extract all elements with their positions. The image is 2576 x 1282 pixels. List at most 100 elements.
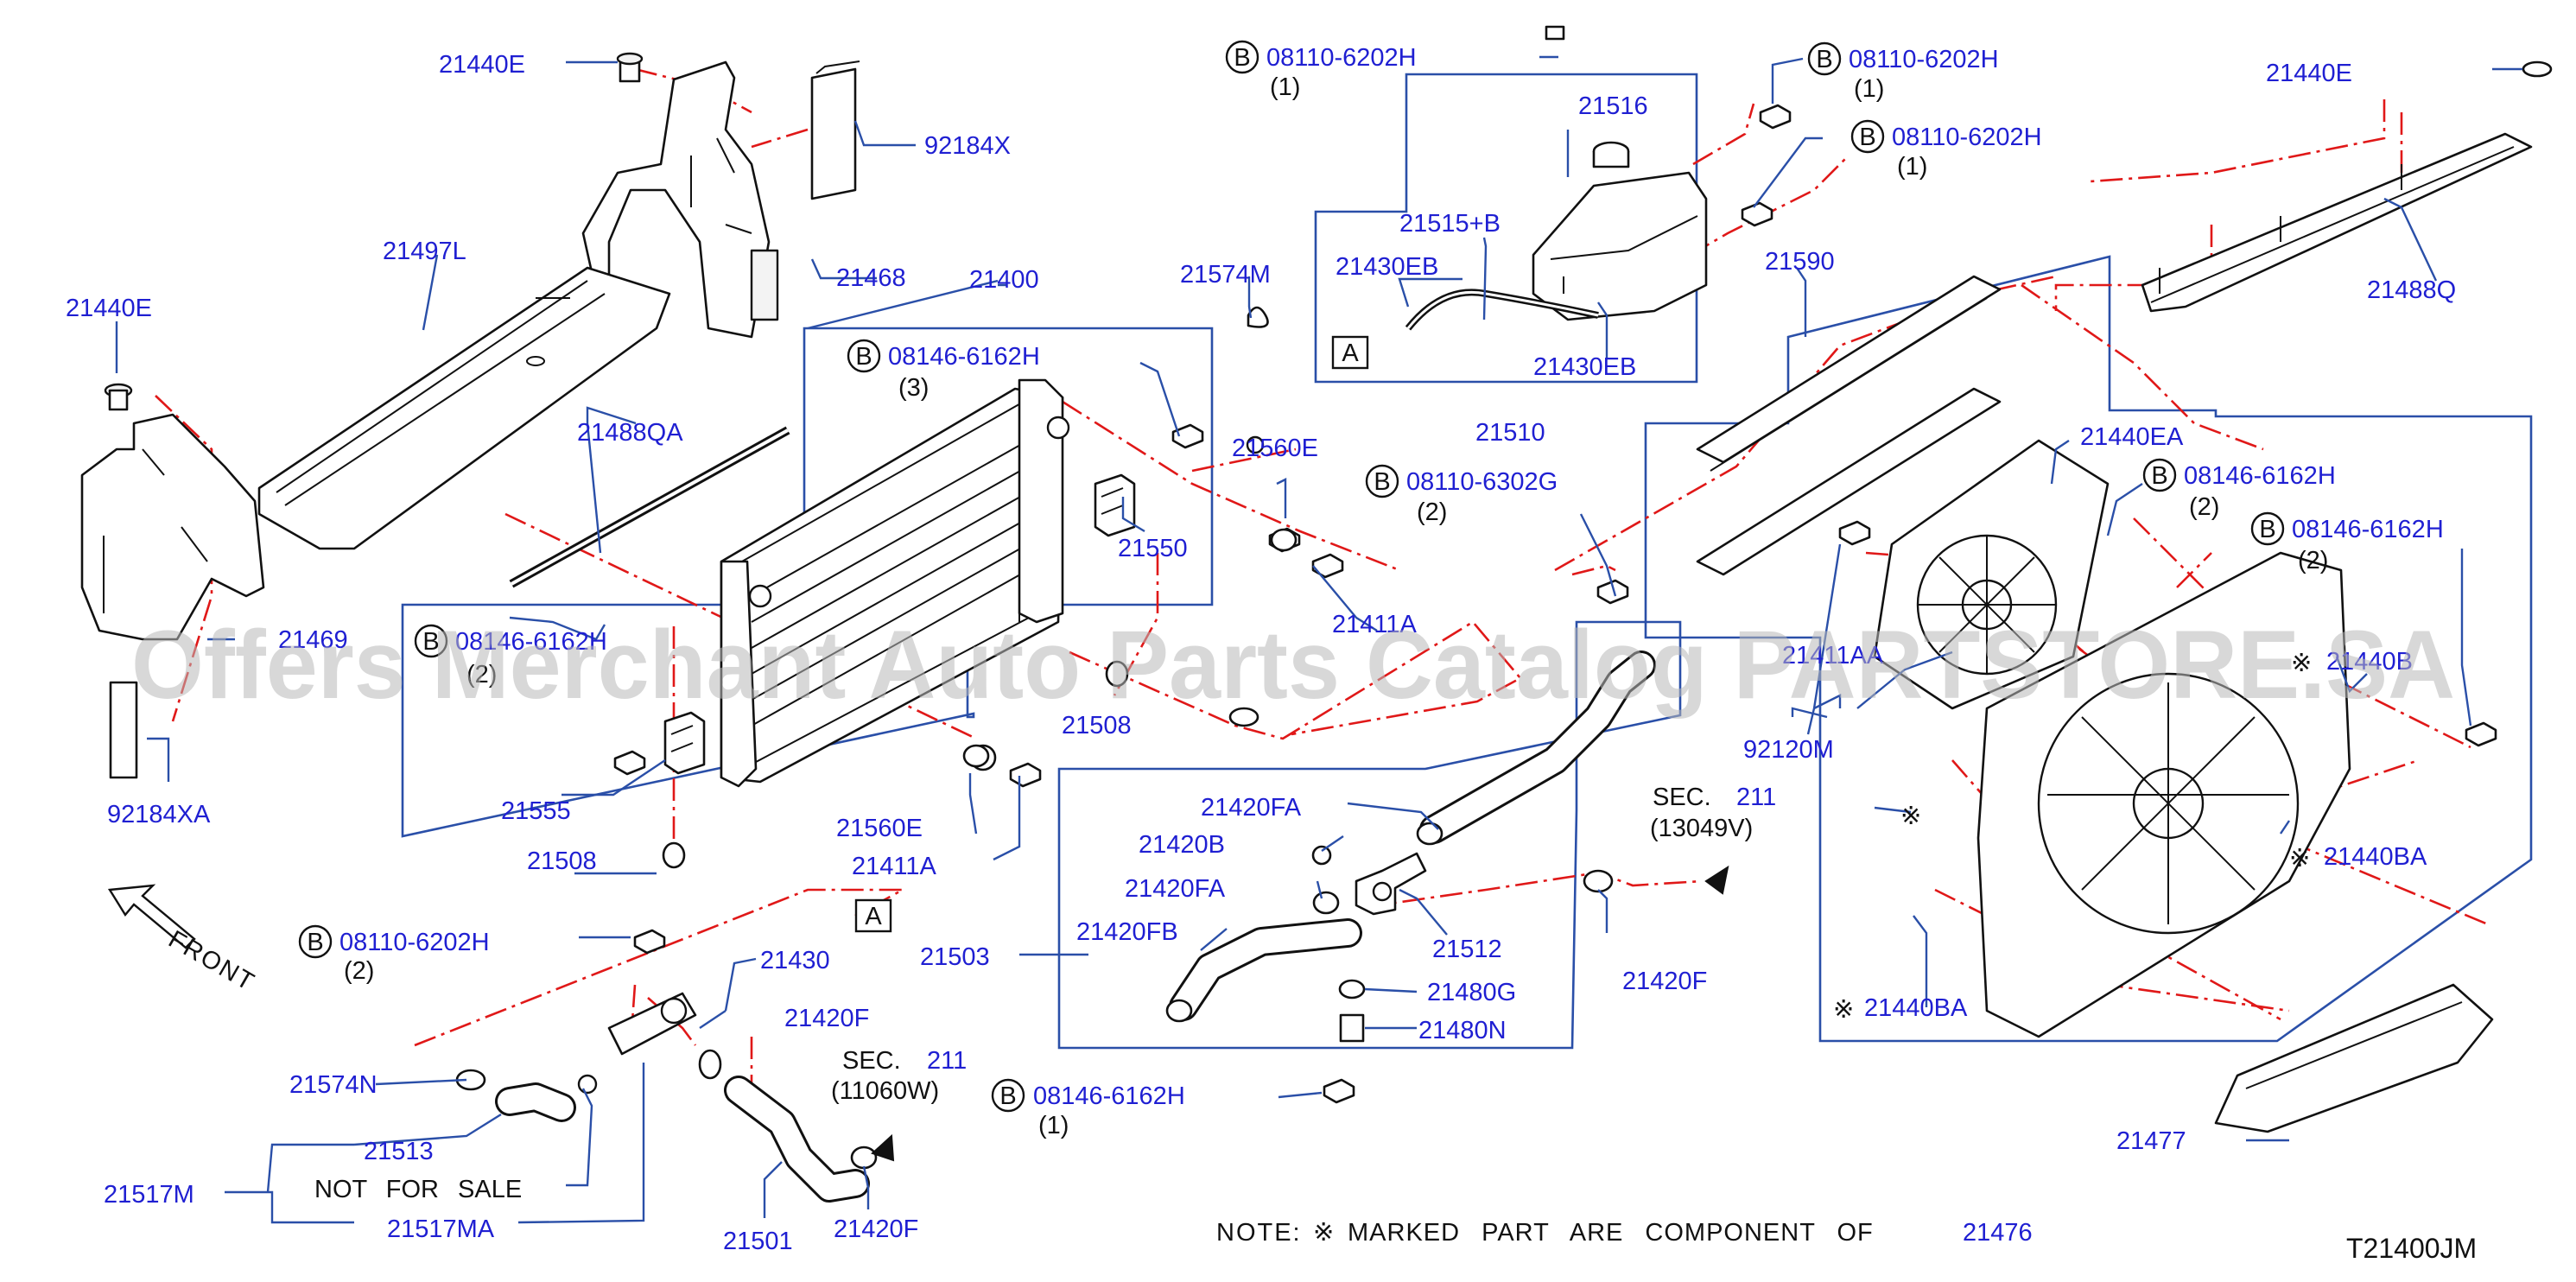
bolt-qty: (2) (2298, 547, 2328, 574)
label-92184X: 92184X (924, 132, 1011, 160)
label-21468: 21468 (836, 264, 906, 292)
part-21512-fitting (1355, 852, 1427, 916)
label-21508: 21508 (527, 847, 597, 875)
bolt-badge: B (1234, 44, 1250, 72)
part-21488Q-seal (2141, 132, 2533, 313)
bolt-callout-b2: B 08110-6202H (1) (1807, 41, 1999, 103)
label-21480N: 21480N (1418, 1017, 1507, 1044)
part-21469-bracket (80, 413, 265, 641)
part-21400-radiator (720, 378, 1070, 788)
label-21430EB: 21430EB (1336, 253, 1438, 281)
label-21420F: 21420F (784, 1005, 869, 1032)
part-21480G-21480N-drain (1338, 979, 1366, 1043)
label-21420FA: 21420FA (1125, 875, 1226, 903)
bolt-callout-b4: B 08146-6162H (3) (847, 339, 1040, 402)
bolt-badge: B (1374, 468, 1390, 496)
label-21469: 21469 (278, 626, 348, 654)
svg-text:211: 211 (1736, 784, 1776, 811)
svg-text:SEC.: SEC. (842, 1047, 901, 1075)
bolt-code: 08146-6162H (1033, 1082, 1185, 1110)
label-21440B: 21440B (2326, 648, 2413, 676)
label-21508: 21508 (1062, 712, 1132, 739)
bolt-code: 08110-6202H (1266, 44, 1417, 72)
label-21516: 21516 (1578, 92, 1648, 120)
label-92120M: 92120M (1743, 736, 1834, 764)
label-21411AA: 21411AA (1782, 642, 1884, 670)
part-21590-shroud-upper (1696, 275, 2002, 576)
bolt-badge: B (2151, 462, 2167, 490)
part-92184X-pad (810, 60, 860, 200)
label-21503: 21503 (920, 943, 990, 971)
bolt-badge: B (1859, 124, 1875, 151)
svg-text:(11060W): (11060W) (831, 1077, 939, 1105)
label-21513: 21513 (364, 1138, 434, 1165)
part-21560E-mounts (962, 528, 1298, 768)
bolt-badge: B (307, 929, 323, 956)
bolt-callout-b8: B 08146-6162H (2) (2250, 511, 2444, 574)
bolt-qty: (2) (344, 957, 374, 985)
svg-text:※: ※ (1833, 996, 1854, 1024)
label-21517MA: 21517MA (387, 1215, 495, 1243)
bolt-badge: B (422, 628, 439, 656)
bolt-callout-b1: B 08110-6202H (1) (1225, 40, 1417, 101)
part-21440E-clip-a (616, 52, 644, 83)
bolt-qty: (2) (466, 661, 497, 689)
part-21501-lower-hose (724, 1076, 870, 1203)
label-21420FB: 21420FB (1076, 918, 1178, 946)
label-21440BA: 21440BA (2324, 843, 2427, 871)
bolt-qty: (2) (1417, 498, 1447, 526)
bolt-badge: B (855, 343, 872, 371)
bolt-callout-b3: B 08110-6202H (1) (1850, 119, 2042, 181)
part-21488QA-seal (509, 426, 790, 588)
label-21411A: 21411A (852, 853, 936, 880)
hose-group-box (1057, 620, 1682, 1050)
label-21510: 21510 (1475, 419, 1545, 447)
bolt-callout-b7: B 08146-6162H (2) (2142, 458, 2336, 521)
watermark: Offers Merchant Auto Parts Catalog PARTS… (131, 611, 2455, 719)
part-21503-upper-hose (1169, 651, 1656, 1021)
section-ref-11060W: SEC. 211 (11060W) (831, 1047, 967, 1105)
bolt-badge: B (999, 1082, 1016, 1110)
part-21550-bracket (1094, 473, 1136, 537)
label-92184XA: 92184XA (107, 801, 211, 828)
part-21477-lower-guide (2214, 983, 2494, 1133)
bolt-badge: B (1816, 46, 1832, 73)
label-21420F: 21420F (834, 1215, 918, 1243)
label-21574M: 21574M (1180, 261, 1271, 289)
bolt-callout-b10: B 08146-6162H (1) (991, 1078, 1185, 1139)
label-21515B: 21515+B (1399, 210, 1501, 238)
part-21468-bracket (581, 60, 779, 339)
svg-text:211: 211 (927, 1047, 967, 1075)
part-21555-bracket (663, 711, 706, 775)
bolt-code: 08110-6302G (1406, 468, 1558, 496)
note-part: 21476 (1963, 1219, 2033, 1247)
bolt-qty: (1) (1854, 75, 1884, 103)
bolt-callout-b9: B 08110-6202H (2) (298, 924, 490, 985)
note-symbol: ※ (1313, 1219, 1334, 1247)
label-21488Q: 21488Q (2367, 276, 2456, 304)
label-21550: 21550 (1118, 535, 1188, 562)
label-21430EB: 21430EB (1533, 353, 1636, 381)
bolt-qty: (1) (1038, 1112, 1069, 1139)
bolt-qty: (3) (898, 374, 929, 402)
label-21512: 21512 (1432, 936, 1502, 963)
svg-text:A: A (865, 903, 882, 930)
label-21497L: 21497L (383, 238, 466, 265)
svg-text:※: ※ (2289, 845, 2310, 873)
note-line: NOTE: ※ MARKED PART ARE COMPONENT OF 214… (1216, 1219, 2033, 1247)
bolt-code: 08110-6202H (339, 929, 490, 956)
label-21590: 21590 (1765, 248, 1835, 276)
label-21480G: 21480G (1427, 979, 1516, 1006)
bolt-qty: (2) (2189, 493, 2219, 521)
label-21440BA: 21440BA (1864, 994, 1968, 1022)
label-21420FA: 21420FA (1201, 794, 1302, 822)
ref-box-a-upper: A (1331, 335, 1369, 370)
svg-text:※: ※ (1900, 803, 1921, 830)
part-21510-reservoir (1405, 141, 1708, 331)
label-21560E: 21560E (836, 815, 923, 842)
reservoir-group-box (1314, 73, 1698, 384)
label-21440E: 21440E (2266, 60, 2352, 87)
section-ref-13049V: SEC. 211 (13049V) (1650, 784, 1776, 842)
svg-text:※: ※ (2291, 650, 2312, 677)
part-92120M-fan-motor (1873, 439, 2110, 710)
